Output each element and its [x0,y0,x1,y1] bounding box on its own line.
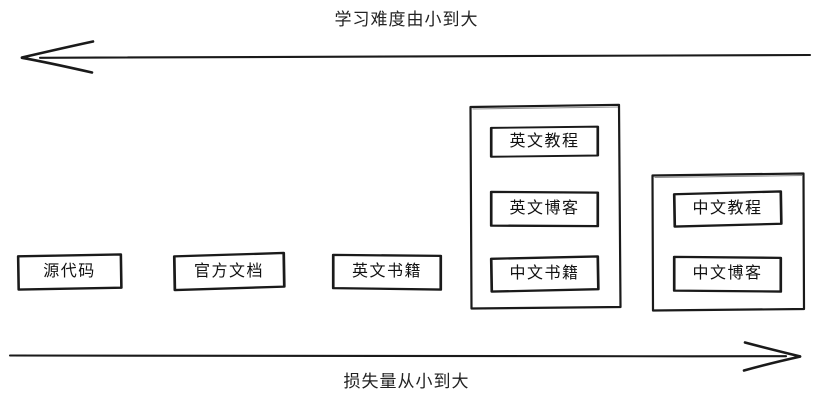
node-official-docs[interactable]: 官方文档 [172,251,286,292]
node-source-code[interactable]: 源代码 [16,253,123,291]
node-english-tutorial[interactable]: 英文教程 [489,125,600,158]
bottom-axis-label: 损失量从小到大 [343,372,470,392]
node-label: 英文教程 [509,130,580,150]
node-label: 英文书籍 [351,261,422,280]
node-label: 中文博客 [692,263,763,282]
node-label: 源代码 [43,261,96,280]
node-label: 中文教程 [692,198,763,217]
node-label: 官方文档 [193,260,264,280]
right-arrow [8,341,802,372]
top-axis-label: 学习难度由小到大 [334,10,479,30]
node-chinese-books[interactable]: 中文书籍 [489,255,600,293]
node-english-blog[interactable]: 英文博客 [489,190,600,228]
node-english-books[interactable]: 英文书籍 [331,253,443,291]
node-label: 英文博客 [509,198,580,217]
left-arrow [20,40,812,74]
node-label: 中文书籍 [509,263,580,282]
node-chinese-blog[interactable]: 中文博客 [672,255,783,293]
node-chinese-tutorial[interactable]: 中文教程 [672,190,783,228]
